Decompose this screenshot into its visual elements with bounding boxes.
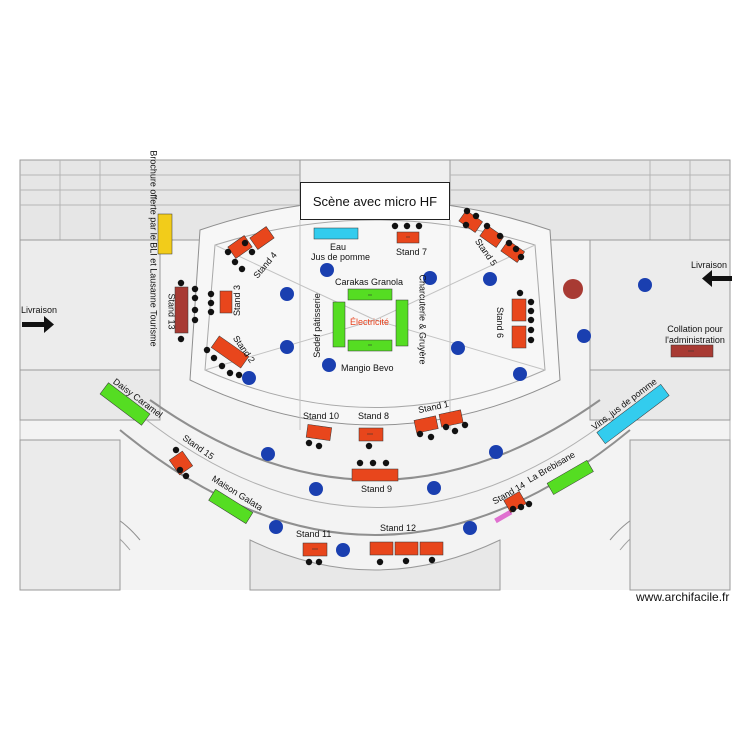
- brochure-label: Brochure offerte par le BLI et Lausanne …: [148, 150, 159, 347]
- carakas-granola-label: Carakas Granola: [335, 277, 404, 287]
- stand-6-table-b: [511, 325, 527, 349]
- stand-4-table-b: [249, 226, 275, 250]
- pillar: [577, 329, 591, 343]
- collation-label: Collation pour l'administration: [665, 324, 725, 345]
- stand-9-label: Stand 9: [361, 484, 393, 494]
- stand-7-table: [396, 231, 420, 244]
- eau-label: Eau: [330, 242, 347, 252]
- stand-12-table-c: [419, 541, 444, 556]
- pink-table: [494, 509, 513, 524]
- chairs: [172, 207, 535, 566]
- pillar: [322, 358, 336, 372]
- charcuterie-gruyere-label: Charcuterie & Gruyère: [417, 274, 428, 365]
- pillar: [638, 278, 652, 292]
- pillar: [280, 340, 294, 354]
- arrow-left-icon: [22, 316, 54, 333]
- jus-de-pomme-label: Jus de pomme: [311, 252, 371, 262]
- pillar: [427, 481, 441, 495]
- stand-2-table: [210, 335, 250, 369]
- stand-3-table: [219, 290, 233, 314]
- stand-3-label: Stand 3: [232, 284, 243, 317]
- pillar: [423, 271, 437, 285]
- stage-label-box: Scène avec micro HF: [300, 182, 450, 220]
- pillar: [336, 543, 350, 557]
- stands: [168, 210, 527, 557]
- stand-1-table-a: [413, 415, 439, 434]
- livraison-left-label: Livraison: [21, 305, 58, 315]
- pillars: [242, 263, 652, 557]
- mangio-bevo-table: [347, 339, 393, 352]
- mangio-bevo-label: Mangio Bevo: [341, 363, 394, 373]
- table-marks: [312, 236, 694, 550]
- stand-6-table-a: [511, 298, 527, 322]
- page-title: Scène avec micro HF: [312, 193, 438, 209]
- stand-12-label: Stand 12: [380, 523, 417, 533]
- stand-12-table-a: [369, 541, 394, 556]
- stand-11-table: [302, 542, 328, 557]
- decorative-round-element: [563, 279, 583, 299]
- pillar: [309, 482, 323, 496]
- charcuterie-gruyere-table: [395, 299, 409, 347]
- stand-5-table-b: [479, 225, 504, 248]
- stand-1-table-b: [438, 409, 464, 428]
- electricite-label: Électricité: [350, 317, 390, 327]
- pillar: [463, 521, 477, 535]
- stand-10-label: Stand 10: [303, 411, 340, 421]
- pillar: [513, 367, 527, 381]
- pillar: [320, 263, 334, 277]
- stand-13-table: [174, 286, 189, 334]
- pillar: [242, 371, 256, 385]
- watermark: www.archifacile.fr: [636, 590, 730, 604]
- stand-13-label: Stand 13: [166, 293, 177, 330]
- daisy-caramel-table: [99, 382, 151, 426]
- green-tables: [99, 288, 594, 524]
- pillar: [269, 520, 283, 534]
- stand-11-label: Stand 11: [296, 529, 332, 539]
- pillar: [451, 341, 465, 355]
- stand-6-label: Stand 6: [495, 306, 506, 339]
- wine-juice-table: [596, 383, 670, 445]
- arrow-right-icon: [702, 270, 732, 287]
- stand-8-label: Stand 8: [358, 411, 390, 421]
- stand-15-table: [168, 450, 194, 476]
- stand-10-table: [305, 424, 333, 441]
- livraison-right-label: Livraison: [691, 260, 728, 270]
- pillar: [280, 287, 294, 301]
- sedef-patisserie-label: Sedef pâtisserie: [311, 293, 322, 358]
- brochure-table: [157, 213, 173, 255]
- sedef-patisserie-table: [332, 301, 346, 348]
- pillar: [489, 445, 503, 459]
- carakas-granola-table: [347, 288, 393, 301]
- stand-8-table: [358, 427, 384, 442]
- la-brebisane-table: [546, 459, 594, 495]
- architectural-background: [19, 159, 731, 591]
- maison-galata-table: [208, 488, 254, 524]
- pillar: [261, 447, 275, 461]
- stand-12-table-b: [394, 541, 419, 556]
- stand-9-table: [351, 468, 399, 482]
- water-table: [313, 227, 359, 240]
- stand-7-label: Stand 7: [396, 247, 428, 257]
- pillar: [483, 272, 497, 286]
